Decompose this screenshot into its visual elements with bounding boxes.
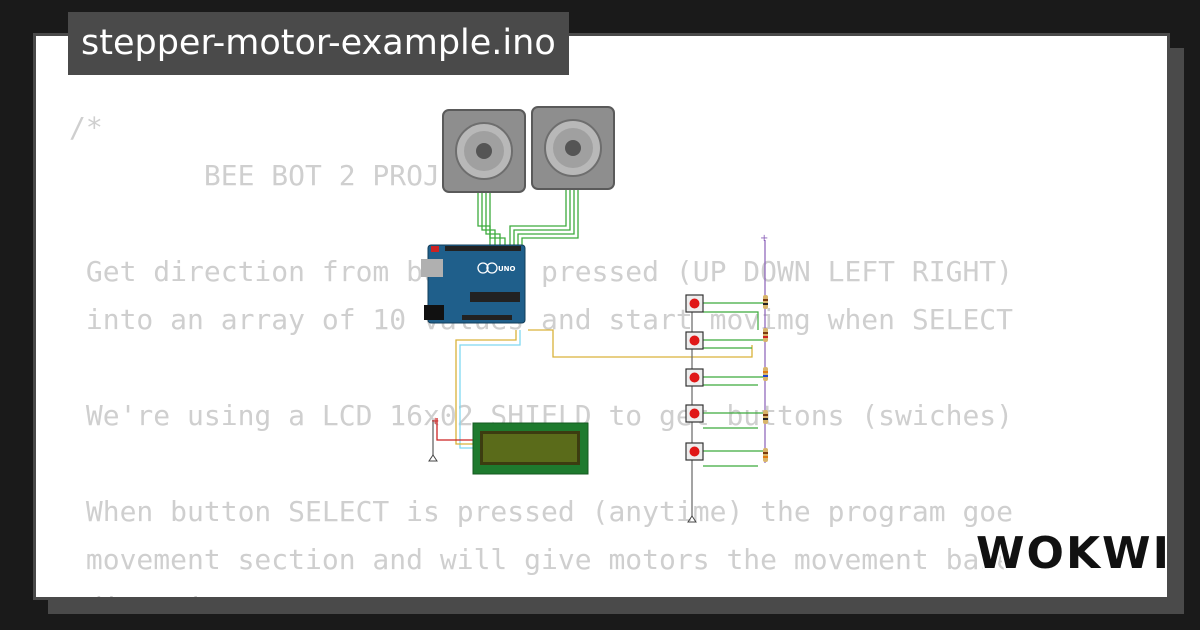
resistor-1[interactable] bbox=[763, 295, 768, 309]
ground-symbol-1 bbox=[428, 454, 438, 462]
wire-motor2-a bbox=[509, 190, 567, 245]
pushbutton-4[interactable] bbox=[685, 404, 704, 423]
project-title: stepper-motor-example.ino bbox=[68, 12, 569, 75]
wire-motor1-a bbox=[477, 192, 491, 245]
resistor-2[interactable] bbox=[763, 328, 768, 342]
wire-lcd-power bbox=[436, 418, 476, 441]
pushbutton-5[interactable] bbox=[685, 442, 704, 461]
code-line: /* bbox=[69, 111, 103, 144]
wire-motor1-d bbox=[489, 192, 506, 245]
code-line: direction ... bbox=[69, 584, 1166, 597]
wire-motor2-d bbox=[521, 190, 579, 245]
resistor-4[interactable] bbox=[763, 410, 768, 424]
code-background: /* BEE BOT 2 PROJECT Get direction from … bbox=[69, 104, 1166, 597]
pushbutton-1[interactable] bbox=[685, 294, 704, 313]
ground-symbol-2 bbox=[687, 515, 697, 523]
wire-lcd-a bbox=[459, 330, 521, 449]
resistor-5[interactable] bbox=[763, 448, 768, 462]
wire-motor2-c bbox=[517, 190, 575, 245]
lcd-display[interactable] bbox=[472, 422, 589, 475]
svg-text:UNO: UNO bbox=[498, 265, 516, 273]
wokwi-logo: WOKWI bbox=[976, 528, 1171, 579]
stepper-motor-1[interactable] bbox=[442, 109, 526, 193]
resistor-3[interactable] bbox=[763, 367, 768, 381]
wire-motor2-b bbox=[513, 190, 571, 245]
vcc-symbol-1: + bbox=[431, 416, 439, 427]
wire-motor1-c bbox=[485, 192, 501, 245]
wire-motor1-b bbox=[481, 192, 496, 245]
stepper-motor-2[interactable] bbox=[531, 106, 615, 190]
pushbutton-3[interactable] bbox=[685, 368, 704, 387]
wire-buttons bbox=[528, 329, 753, 358]
code-line: When button SELECT is pressed (anytime) … bbox=[69, 495, 1014, 528]
arduino-uno-board[interactable]: UNO bbox=[421, 244, 526, 324]
wire-btn1-res bbox=[703, 311, 759, 330]
code-line: movement section and will give motors th… bbox=[69, 543, 1014, 576]
vcc-symbol-2: + bbox=[760, 233, 768, 244]
wire-lcd-b bbox=[455, 330, 517, 445]
pushbutton-2[interactable] bbox=[685, 331, 704, 350]
